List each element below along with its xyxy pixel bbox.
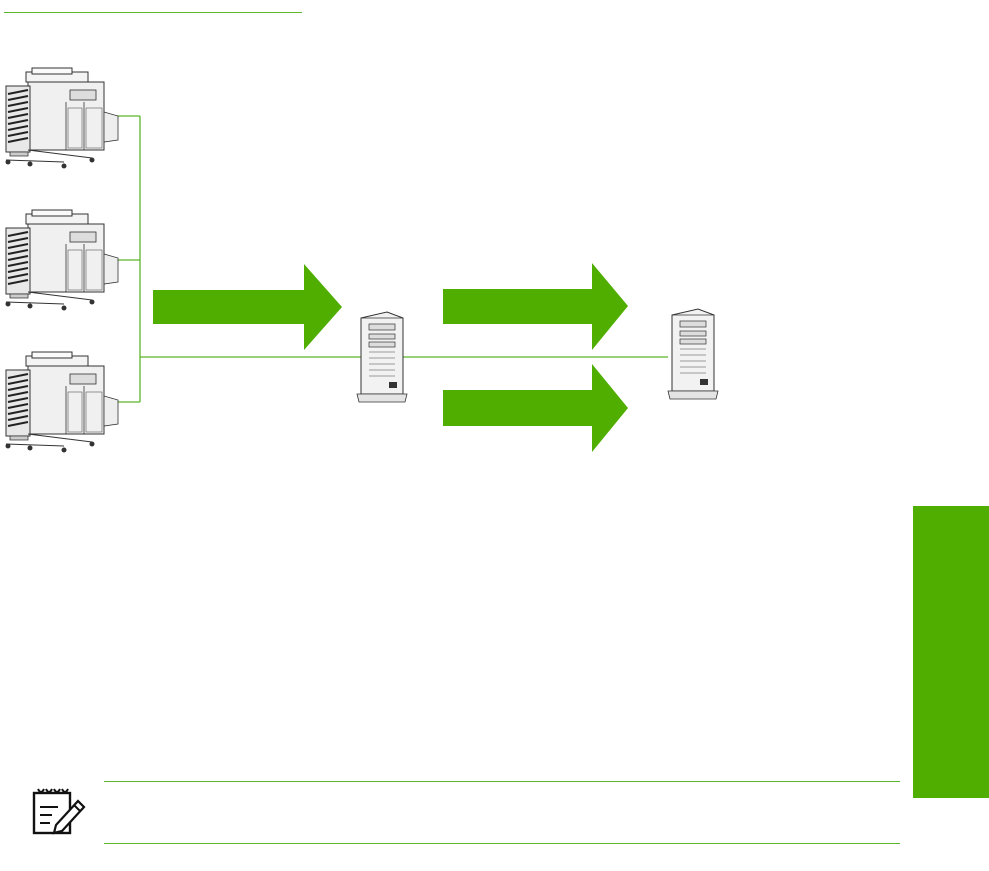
arrow-to-second-server-lower: [443, 364, 628, 452]
server-icon: [357, 312, 407, 402]
network-diagram: [0, 60, 760, 460]
arrow-to-first-server: [153, 264, 342, 350]
header-rule: [4, 12, 302, 13]
chapter-side-tab: [913, 506, 989, 798]
printer-icon: [6, 352, 119, 453]
note-rule-top: [104, 781, 900, 782]
printer-icon: [6, 68, 119, 169]
note-rule-bottom: [104, 843, 900, 844]
note-pencil-icon: [28, 785, 86, 837]
arrow-to-second-server-upper: [443, 263, 628, 350]
server-icon: [668, 309, 718, 399]
printer-icon: [6, 210, 119, 311]
